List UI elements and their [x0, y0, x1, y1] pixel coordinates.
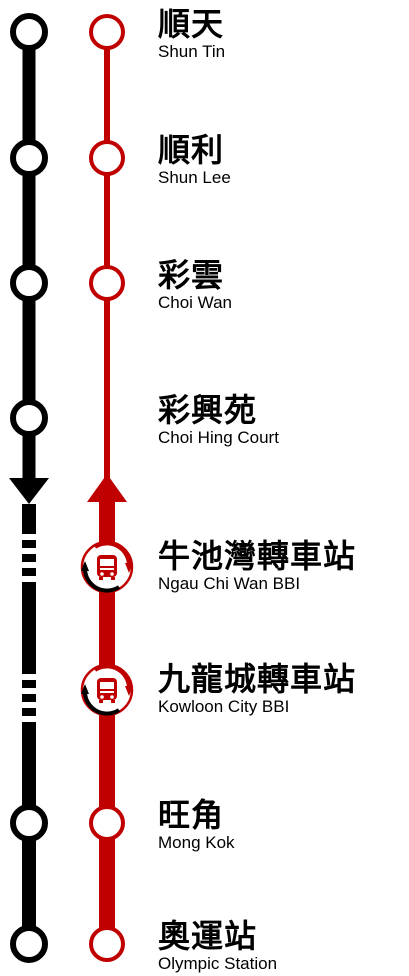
stop-name-zh: 彩興苑 — [158, 391, 258, 429]
stop-name-en: Choi Hing Court — [158, 428, 279, 447]
arrow-down-icon — [9, 478, 49, 504]
station-marker — [89, 14, 125, 50]
stop-name-zh: 旺角 — [158, 796, 225, 834]
station-marker — [89, 140, 125, 176]
stop-name-zh: 順天 — [158, 5, 225, 43]
station-marker — [89, 805, 125, 841]
station-marker — [10, 13, 48, 51]
station-marker — [10, 139, 48, 177]
bus-interchange-icon — [80, 540, 134, 594]
station-marker — [10, 264, 48, 302]
stop-choi-wan: 彩雲 Choi Wan — [158, 257, 232, 313]
inbound-stations — [89, 14, 125, 962]
stop-choi-hing-court: 彩興苑 Choi Hing Court — [158, 392, 279, 448]
station-marker — [89, 926, 125, 962]
stop-name-en: Choi Wan — [158, 293, 233, 312]
station-marker — [10, 925, 48, 963]
stop-name-en: Ngau Chi Wan BBI — [158, 574, 301, 593]
stop-ngau-chi-wan-bbi: 牛池灣轉車站 Ngau Chi Wan BBI — [158, 538, 356, 594]
stop-name-en: Olympic Station — [158, 954, 278, 973]
outbound-stations — [10, 13, 48, 963]
stop-mong-kok: 旺角 Mong Kok — [158, 797, 235, 853]
station-marker — [10, 399, 48, 437]
stop-name-zh: 彩雲 — [158, 256, 225, 294]
stop-shun-lee: 順利 Shun Lee — [158, 132, 231, 188]
stop-name-zh: 牛池灣轉車站 — [158, 537, 357, 575]
arrow-up-icon — [87, 474, 127, 502]
station-marker — [89, 265, 125, 301]
stop-name-en: Mong Kok — [158, 833, 235, 852]
station-marker — [10, 804, 48, 842]
stop-kowloon-city-bbi: 九龍城轉車站 Kowloon City BBI — [158, 661, 356, 717]
stop-name-zh: 奧運站 — [158, 917, 258, 955]
stop-name-en: Shun Tin — [158, 42, 226, 61]
stop-name-zh: 順利 — [158, 131, 225, 169]
stop-name-zh: 九龍城轉車站 — [158, 660, 357, 698]
stop-name-en: Kowloon City BBI — [158, 697, 290, 716]
stop-name-en: Shun Lee — [158, 168, 231, 187]
stop-olympic-station: 奧運站 Olympic Station — [158, 918, 277, 974]
stop-shun-tin: 順天 Shun Tin — [158, 6, 225, 62]
bus-interchange-icon — [80, 663, 134, 717]
